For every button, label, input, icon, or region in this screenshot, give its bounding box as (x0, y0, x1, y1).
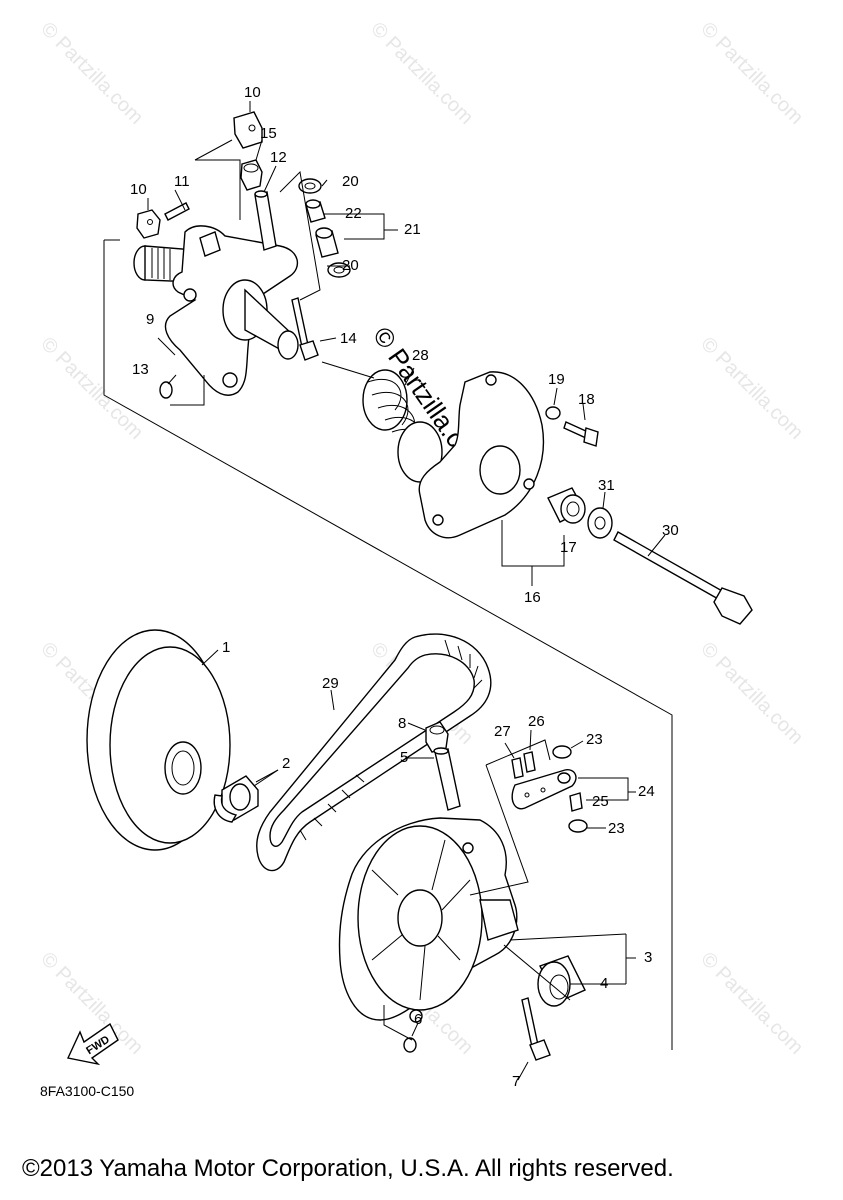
part-26-screw (523, 751, 536, 773)
part-number-label: 16 (524, 589, 541, 606)
watermark: © Partzilla.com (36, 18, 147, 129)
part-number-label: 15 (260, 125, 277, 142)
part-5-collar (433, 747, 461, 811)
watermark: © Partzilla.com (36, 333, 147, 444)
part-number-label: 30 (662, 522, 679, 539)
upper-assembly-frame (103, 239, 673, 1050)
watermark: © Partzilla.com (696, 638, 807, 749)
part-15-nut (240, 159, 263, 191)
part-number-label: 24 (638, 783, 655, 800)
part-number-label: 29 (322, 675, 339, 692)
watermark: © Partzilla.com (696, 18, 807, 129)
part-number-label: 23 (586, 731, 603, 748)
part-2-bushing (213, 775, 259, 823)
watermark: © Partzilla.com (696, 333, 807, 444)
lower-leaders (201, 649, 636, 1081)
watermark: © Partzilla.com (366, 18, 477, 129)
fwd-arrow-icon: FWD (66, 1022, 119, 1066)
part-number-label: 31 (598, 477, 615, 494)
part-number-label: 14 (340, 330, 357, 347)
part-23-washer-top (552, 745, 572, 759)
part-number-label: 22 (345, 205, 362, 222)
part-20-washer-top (298, 178, 322, 194)
part-13-plug (159, 381, 173, 399)
part-4-bushing (537, 955, 586, 1007)
part-19-washer (545, 406, 561, 420)
part-10-weight-left (136, 209, 161, 239)
part-number-label: 2 (282, 755, 290, 772)
part-23-washer-bottom (568, 819, 588, 833)
part-number-label: 12 (270, 149, 287, 166)
part-number-label: 17 (560, 539, 577, 556)
part-number-label: 3 (644, 949, 652, 966)
part-number-label: 5 (400, 749, 408, 766)
copyright-text: ©2013 Yamaha Motor Corporation, U.S.A. A… (22, 1155, 674, 1182)
part-number-label: 19 (548, 371, 565, 388)
part-7-bolt (521, 997, 551, 1061)
part-22-bushing-b (315, 227, 339, 258)
part-number-label: 1 (222, 639, 230, 656)
part-6-plug (403, 1037, 417, 1053)
part-24-plate (511, 769, 577, 810)
part-17-slider (547, 487, 586, 524)
part-22-bushing-a (305, 199, 326, 223)
part-number-label: 25 (592, 793, 609, 810)
part-number-label: 4 (600, 975, 608, 992)
part-number-label: 13 (132, 361, 149, 378)
part-11-pin (164, 202, 190, 221)
part-30-long-bolt (613, 531, 753, 625)
part-16-cam (418, 371, 545, 539)
part-28-spring (362, 369, 443, 483)
diagram-code: 8FA3100-C150 (40, 1083, 134, 1099)
part-number-label: 27 (494, 723, 511, 740)
part-number-label: 20 (342, 257, 359, 274)
part-27-screw (511, 757, 524, 779)
part-1-sliding-sheave (86, 629, 231, 851)
part-10-weight-top (233, 111, 263, 149)
part-number-label: 18 (578, 391, 595, 408)
part-29-belt (256, 633, 492, 872)
part-number-label: 21 (404, 221, 421, 238)
part-number-label: 10 (244, 84, 261, 101)
part-number-label: 11 (174, 173, 190, 190)
part-number-label: 8 (398, 715, 406, 732)
upper-leaders (147, 101, 666, 586)
watermark: © Partzilla.com (696, 948, 807, 1059)
part-number-label: 7 (512, 1073, 520, 1090)
part-number-label: 20 (342, 173, 359, 190)
part-12-collar (254, 190, 277, 251)
part-number-label: 26 (528, 713, 545, 730)
part-25-roller (569, 792, 583, 812)
part-31-washer (587, 507, 613, 539)
part-3-moving-sheave (338, 817, 519, 1023)
part-number-label: 23 (608, 820, 625, 837)
part-18-bolt (563, 421, 599, 447)
part-number-label: 10 (130, 181, 147, 198)
part-8-nut (425, 721, 449, 753)
part-number-label: 28 (412, 347, 429, 364)
part-number-label: 9 (146, 311, 154, 328)
part-9-fixed-sheave (133, 225, 299, 396)
part-14-bolt (291, 297, 319, 361)
part-number-label: 6 (414, 1011, 422, 1028)
